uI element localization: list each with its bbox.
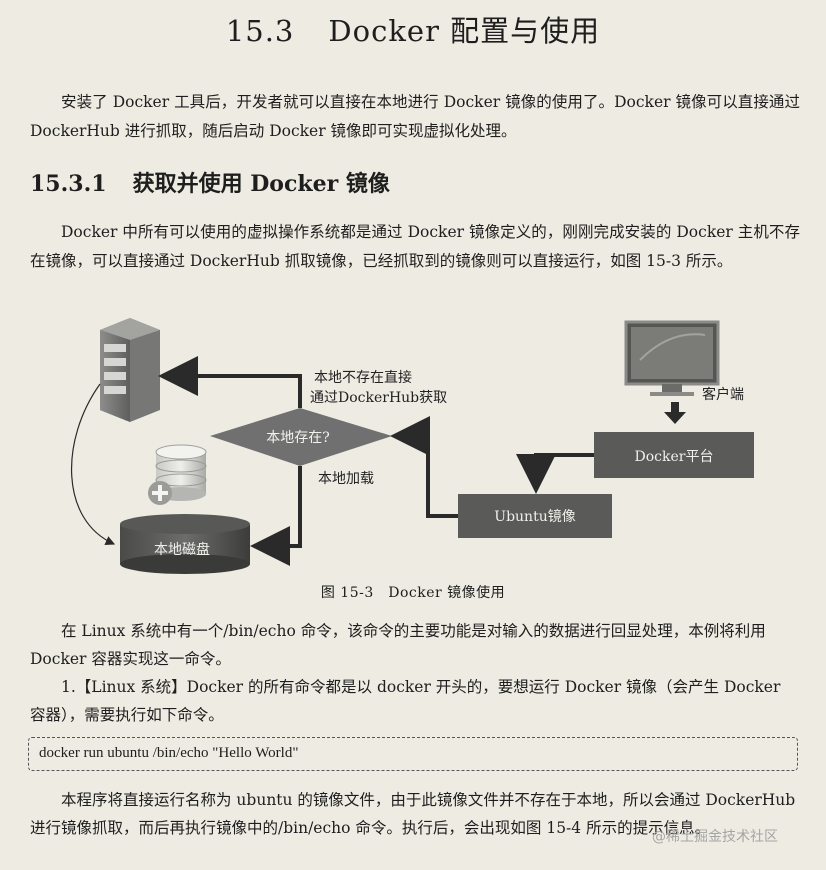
section-title: 获取并使用 Docker 镜像 — [132, 171, 390, 197]
decision-label: 本地存在? — [266, 430, 330, 446]
flow-arrows — [158, 356, 594, 566]
local-disk-node: 本地磁盘 — [120, 514, 250, 574]
fetch-to-disk-arrow — [70, 383, 116, 545]
fetch-label: 通过DockerHub获取 — [310, 390, 447, 406]
section-number: 15.3.1 — [30, 171, 107, 197]
chapter-title: Docker 配置与使用 — [328, 14, 601, 48]
client-label: 客户端 — [702, 386, 744, 403]
figure-caption: 图 15-3 Docker 镜像使用 — [320, 585, 506, 601]
chapter-heading: 15.3 Docker 配置与使用 — [0, 8, 826, 50]
disk-label: 本地磁盘 — [154, 541, 210, 558]
body-paragraph-3: 本程序将直接运行名称为 ubuntu 的镜像文件，由于此镜像文件并不存在于本地，… — [30, 791, 796, 837]
not-exist-label: 本地不存在直接 — [314, 369, 412, 386]
body-paragraph-2: 在 Linux 系统中有一个/bin/echo 命令，该命令的主要功能是对输入的… — [30, 622, 766, 668]
monitor-icon — [624, 320, 720, 396]
server-icon — [100, 318, 160, 422]
database-add-icon — [148, 444, 207, 505]
down-arrow-icon — [664, 402, 686, 424]
docker-image-usage-diagram: 本地磁盘 本地存在? 客户端 Docker平台 Ubun — [70, 318, 754, 574]
chapter-number: 15.3 — [225, 14, 295, 48]
decision-node: 本地存在? — [210, 408, 392, 466]
ubuntu-image-node: Ubuntu镜像 — [458, 494, 612, 538]
docker-platform-node: Docker平台 — [594, 432, 754, 478]
ubuntu-label: Ubuntu镜像 — [494, 509, 575, 525]
body-paragraph-1: Docker 中所有可以使用的虚拟操作系统都是通过 Docker 镜像定义的，刚… — [30, 223, 800, 270]
watermark: @稀土掘金技术社区 — [652, 829, 778, 845]
platform-label: Docker平台 — [635, 449, 714, 465]
section-heading: 15.3.1 获取并使用 Docker 镜像 — [30, 166, 390, 198]
intro-paragraph: 安装了 Docker 工具后，开发者就可以直接在本地进行 Docker 镜像的使… — [30, 93, 800, 140]
load-label: 本地加载 — [318, 471, 374, 487]
code-block: docker run ubuntu /bin/echo "Hello World… — [28, 737, 798, 771]
step-1-paragraph: 1.【Linux 系统】Docker 的所有命令都是以 docker 开头的，要… — [30, 678, 781, 724]
